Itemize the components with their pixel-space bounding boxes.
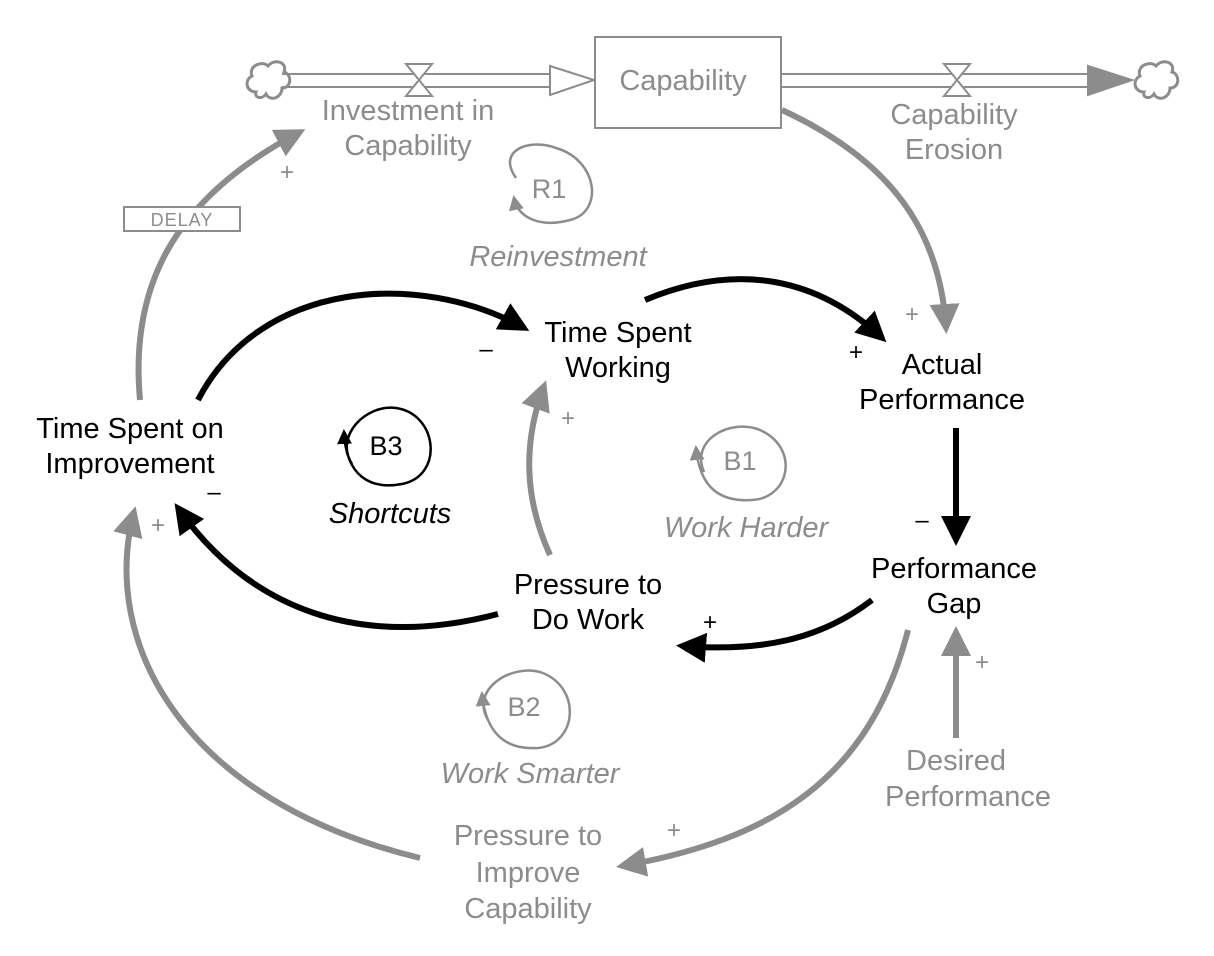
investment-in-capability-label-2: Capability <box>344 130 472 162</box>
loop-b1-id: B1 <box>723 446 756 476</box>
time-spent-on-improvement-label-1: Time Spent on <box>36 413 224 445</box>
loop-b3: B3 Shortcuts <box>329 406 452 530</box>
loop-b3-id: B3 <box>369 431 402 461</box>
capability-stock: Capability <box>594 36 782 129</box>
polarity-pressure-work-to-improvement: – <box>207 479 221 506</box>
actual-performance-label-2: Performance <box>859 384 1025 416</box>
loop-b2-arrow-icon <box>475 669 571 750</box>
loop-b1-name: Work Harder <box>664 512 830 544</box>
pressure-to-improve-label-2: Improve <box>476 857 581 889</box>
loop-b3-arrow-icon <box>337 406 432 487</box>
loop-r1-id: R1 <box>532 174 567 204</box>
outflow-valve-icon <box>941 63 973 97</box>
source-cloud-icon <box>245 60 292 100</box>
link-gap-to-pressure-improve <box>616 629 911 877</box>
polarity-capability-to-performance: + <box>905 301 919 328</box>
loop-r1-name: Reinvestment <box>469 241 648 273</box>
investment-in-capability-label-1: Investment in <box>322 95 494 127</box>
link-improvement-to-working <box>195 290 530 402</box>
loop-b1: B1 Work Harder <box>664 425 830 544</box>
delay-label: DELAY <box>151 210 214 230</box>
loop-b1-arrow-icon <box>689 425 787 502</box>
loop-b2-name: Work Smarter <box>441 758 621 790</box>
link-gap-to-pressure-work <box>676 597 874 663</box>
pressure-to-do-work-label-2: Do Work <box>532 604 645 636</box>
pressure-to-improve-label-3: Capability <box>464 893 592 925</box>
capability-stock-label: Capability <box>619 65 747 97</box>
time-spent-on-improvement-label-2: Improvement <box>45 448 214 480</box>
capability-erosion-label-1: Capability <box>890 99 1018 131</box>
loop-b2: B2 Work Smarter <box>441 669 621 790</box>
outflow-pipe <box>781 64 1136 97</box>
link-capability-to-performance <box>780 107 960 334</box>
link-improvement-to-investment <box>135 129 306 401</box>
actual-performance-label-1: Actual <box>902 349 983 381</box>
loop-r1-arrow-icon <box>508 143 594 225</box>
polarity-pressure-to-working: + <box>561 405 575 432</box>
performance-gap-label-1: Performance <box>871 553 1037 585</box>
time-spent-working-label-1: Time Spent <box>544 317 691 349</box>
polarity-improvement-to-working: – <box>479 336 493 363</box>
polarity-gap-to-pressure-work: + <box>703 609 717 636</box>
link-working-to-performance <box>643 276 887 343</box>
time-spent-working-label-2: Working <box>565 352 671 384</box>
desired-performance-label-1: Desired <box>906 745 1006 777</box>
loop-b2-id: B2 <box>507 692 540 722</box>
link-pressure-to-working <box>521 380 553 557</box>
polarity-desired-to-gap: + <box>975 649 989 676</box>
polarity-performance-to-gap: – <box>915 507 929 534</box>
loop-b3-name: Shortcuts <box>329 498 452 530</box>
pressure-to-do-work-label-1: Pressure to <box>514 569 662 601</box>
inflow-valve-icon <box>403 63 435 97</box>
loop-r1: R1 Reinvestment <box>469 143 649 273</box>
link-pressure-improve-to-improvement <box>113 506 421 861</box>
polarity-improvement-to-investment: + <box>280 159 294 186</box>
capability-erosion-label-2: Erosion <box>905 134 1003 166</box>
delay-marker: DELAY <box>123 206 241 232</box>
sink-cloud-icon <box>1133 60 1180 100</box>
polarity-working-to-performance: + <box>849 339 863 366</box>
pressure-to-improve-label-1: Pressure to <box>454 820 602 852</box>
performance-gap-label-2: Gap <box>927 588 982 620</box>
link-pressure-work-to-improvement <box>174 503 499 630</box>
inflow-pipe <box>282 64 598 97</box>
desired-performance-label-2: Performance <box>885 781 1051 813</box>
polarity-gap-to-pressure-improve: + <box>667 817 681 844</box>
polarity-pressure-improve-to-improvement: + <box>151 512 165 539</box>
